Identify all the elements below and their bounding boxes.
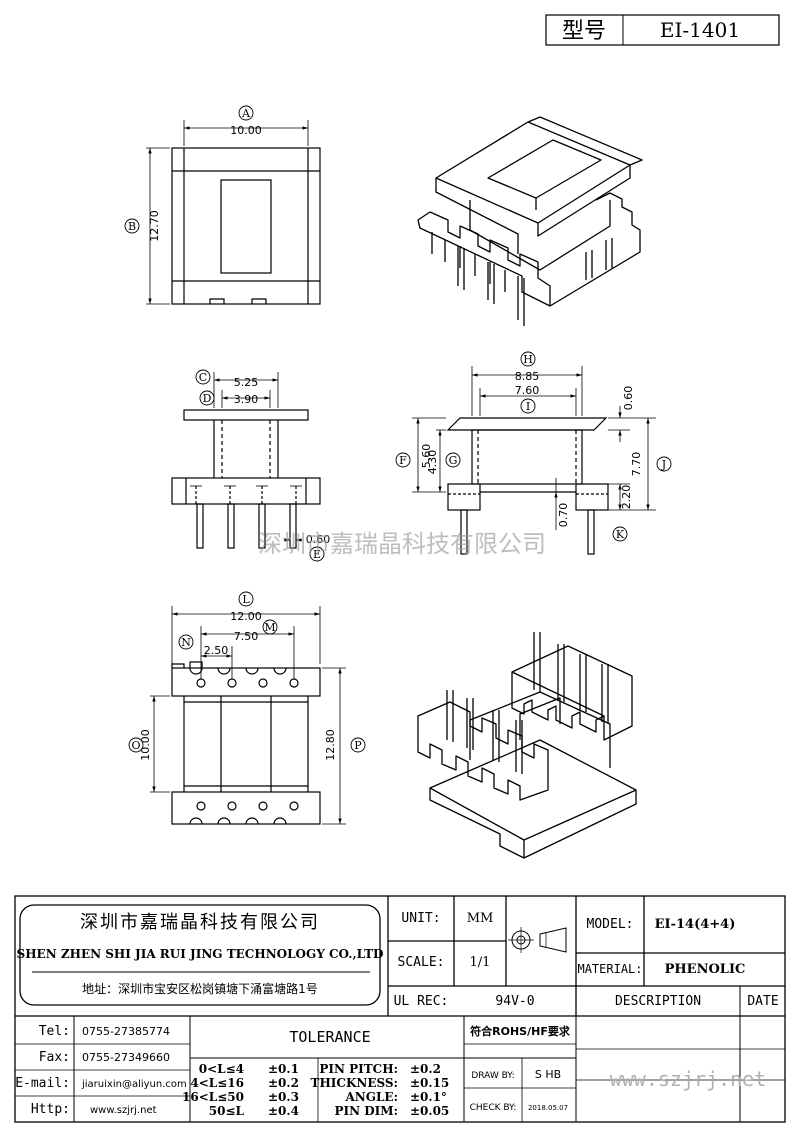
top-view-outline [171, 147, 321, 305]
dim-n-value: 2.50 [204, 644, 229, 657]
fax-value: 0755-27349660 [82, 1051, 170, 1064]
dim-p-value: 12.80 [324, 729, 337, 761]
dim-a-letter: A [241, 107, 251, 120]
scale-value: 1/1 [470, 955, 491, 970]
company-address: 地址：深圳市宝安区松岗镇塘下涌富塘路1号 [82, 981, 318, 996]
dim-c-value: 5.25 [234, 376, 259, 389]
unit-value: MM [467, 911, 494, 926]
dim-h-value: 8.85 [515, 370, 540, 383]
spec-label: THICKNESS: [311, 1076, 398, 1090]
tol-range: 4<L≤16 [190, 1076, 244, 1090]
model-value: EI-14(4+4) [655, 917, 736, 932]
tol-value: ±0.1 [268, 1062, 299, 1076]
material-value: PHENOLIC [665, 962, 746, 977]
ul-label: UL REC: [394, 994, 449, 1009]
http-label: Http: [31, 1102, 70, 1117]
front-view [171, 369, 325, 562]
check-by-label: CHECK BY: [470, 1103, 517, 1113]
spec-rows: PIN PITCH: ±0.2 THICKNESS: ±0.15 ANGLE: … [311, 1062, 450, 1118]
watermark-url: www.szjrj.net [610, 1067, 767, 1091]
tol-range: 50≤L [209, 1104, 245, 1118]
ul-value: 94V-0 [495, 994, 534, 1009]
tol-value: ±0.2 [268, 1076, 299, 1090]
dim-c-letter: C [199, 371, 207, 384]
dim-o-letter: O [131, 739, 140, 752]
http-value: www.szjrj.net [90, 1105, 157, 1116]
spec-value: ±0.15 [410, 1076, 449, 1090]
dim-p-letter: P [354, 739, 362, 752]
dim-e-letter: E [313, 548, 321, 561]
front-view-base [171, 477, 321, 505]
dim-f-letter: F [399, 454, 407, 467]
side-view [395, 351, 672, 555]
side-view-flange [446, 417, 608, 431]
scale-label: SCALE: [398, 955, 445, 970]
dim-e-value: 0.60 [306, 533, 331, 546]
tol-value: ±0.3 [268, 1090, 299, 1104]
dim-g-letter: G [449, 454, 458, 467]
spec-value: ±0.1° [410, 1090, 447, 1104]
fax-label: Fax: [39, 1050, 70, 1065]
dim-d-value: 3.90 [234, 393, 259, 406]
iso-view-top [417, 116, 643, 326]
dim-j-letter: J [661, 458, 666, 471]
unit-label: UNIT: [401, 911, 440, 926]
top-view [124, 105, 321, 305]
dim-m-letter: M [264, 621, 275, 634]
tel-label: Tel: [39, 1024, 70, 1039]
tol-value: ±0.4 [268, 1104, 299, 1118]
tol-range: 16<L≤50 [182, 1090, 244, 1104]
dim-h-letter: H [523, 353, 533, 366]
tolerance-rows: 0<L≤4 ±0.1 4<L≤16 ±0.2 16<L≤50 ±0.3 50≤L… [182, 1062, 299, 1118]
dim-b-letter: B [128, 220, 136, 233]
front-view-flange [183, 409, 309, 421]
bottom-view [128, 591, 366, 825]
tolerance-label: TOLERANCE [289, 1028, 370, 1046]
dim-top-right-value: 0.60 [622, 386, 635, 411]
dim-f-value: 5.60 [420, 444, 433, 469]
watermark-company: 深圳市嘉瑞晶科技有限公司 [258, 530, 546, 558]
description-label: DESCRIPTION [615, 994, 701, 1009]
company-en: SHEN ZHEN SHI JIA RUI JING TECHNOLOGY CO… [17, 947, 384, 961]
type-header: 型号 EI-1401 [545, 14, 780, 46]
material-label: MATERIAL: [577, 962, 642, 976]
dim-l-letter: L [242, 593, 250, 606]
spec-value: ±0.05 [410, 1104, 449, 1118]
draw-by-label: DRAW BY: [471, 1071, 514, 1081]
type-value: EI-1401 [660, 18, 740, 42]
dim-i-value: 7.60 [515, 384, 540, 397]
spec-label: ANGLE: [344, 1090, 398, 1104]
check-by-value: 2018.05.07 [528, 1104, 568, 1112]
type-label: 型号 [562, 19, 606, 44]
draw-by-value: S HB [535, 1068, 561, 1081]
spec-value: ±0.2 [410, 1062, 441, 1076]
dim-i-letter: I [526, 400, 530, 413]
top-view-window [220, 179, 272, 274]
spec-label: PIN DIM: [334, 1104, 398, 1118]
dim-a-value: 10.00 [230, 124, 262, 137]
tol-range: 0<L≤4 [199, 1062, 244, 1076]
dim-l-value: 12.00 [230, 610, 262, 623]
dim-g-value: 4.30 [426, 450, 439, 475]
email-value: jiaruixin@aliyun.com [81, 1079, 187, 1090]
dim-n-letter: N [181, 636, 191, 649]
dim-d-letter: D [203, 392, 212, 405]
dim-bottom-value: 0.70 [557, 503, 570, 528]
dim-o-value: 10.00 [139, 729, 152, 761]
title-block [14, 895, 786, 1123]
dim-base-value: 2.20 [620, 485, 633, 510]
rohs-note: 符合ROHS/HF要求 [470, 1024, 571, 1038]
dim-k-letter: K [616, 528, 625, 541]
tel-value: 0755-27385774 [82, 1025, 170, 1038]
dim-m-value: 7.50 [234, 630, 259, 643]
dim-j-value: 7.70 [630, 452, 643, 477]
iso-view-bottom [417, 632, 637, 859]
company-cn: 深圳市嘉瑞晶科技有限公司 [80, 912, 320, 933]
spec-label: PIN PITCH: [319, 1062, 398, 1076]
dim-b-value: 12.70 [148, 210, 161, 242]
email-label: E-mail: [15, 1076, 70, 1091]
date-label: DATE [747, 994, 778, 1009]
model-label: MODEL: [587, 917, 634, 932]
